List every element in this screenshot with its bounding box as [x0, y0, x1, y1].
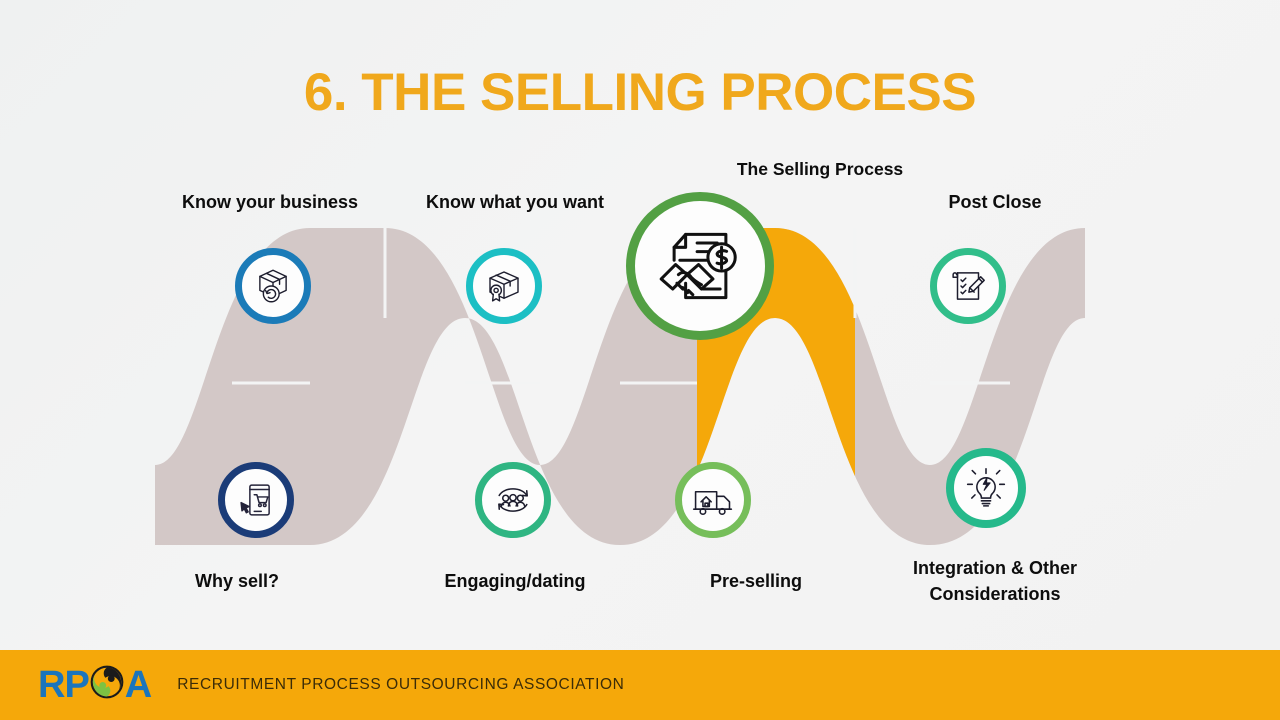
- page-title: 6. THE SELLING PROCESS: [303, 63, 977, 122]
- step-label-the-selling-process: The Selling Process: [736, 159, 904, 179]
- step-label-know-your-business: Know your business: [181, 192, 359, 212]
- step-label-integration-considerations: Integration & Other Considerations: [912, 558, 1077, 605]
- step-node-know-what-you-want[interactable]: [466, 248, 542, 324]
- step-node-engaging-dating[interactable]: [475, 462, 551, 538]
- step-label-why-sell: Why sell?: [194, 571, 279, 591]
- step-label-pre-selling: Pre-selling: [709, 571, 803, 591]
- step-node-post-close[interactable]: [930, 248, 1006, 324]
- step-label-post-close: Post Close: [948, 192, 1042, 212]
- step-node-know-your-business[interactable]: [235, 248, 311, 324]
- step-node-pre-selling[interactable]: [675, 462, 751, 538]
- step-node-why-sell[interactable]: [218, 462, 294, 538]
- delivery-truck-house-icon: [692, 490, 733, 515]
- people-cycle-icon: [498, 488, 528, 512]
- process-wave-band: [155, 228, 1085, 545]
- step-label-know-what-you-want: Know what you want: [426, 192, 604, 212]
- step-node-the-selling-process[interactable]: [626, 192, 774, 340]
- band-base: [155, 228, 1085, 545]
- logo-suffix: A: [124, 664, 152, 706]
- package-refresh-icon: [259, 269, 287, 303]
- step-label-engaging-dating: Engaging/dating: [444, 571, 586, 591]
- mobile-cart-icon: [240, 484, 270, 516]
- lightbulb-bolt-icon: [966, 467, 1006, 507]
- rpoa-circle-mark: [90, 665, 124, 706]
- step-node-integration-considerations[interactable]: [946, 448, 1026, 528]
- checklist-pencil-icon: [952, 272, 985, 300]
- handshake-contract-dollar-icon: [659, 232, 737, 300]
- footer-tagline: RECRUITMENT PROCESS OUTSOURCING ASSOCIAT…: [177, 676, 625, 693]
- logo-prefix: RP: [38, 664, 90, 706]
- rpoa-logo: RP A RECRUITMENT PROCESS OUTSOURCING ASS…: [38, 665, 624, 706]
- process-diagram: Know your business Know what you want Th…: [155, 159, 1085, 605]
- package-award-icon: [489, 271, 519, 302]
- footer-bar: RP A RECRUITMENT PROCESS OUTSOURCING ASS…: [0, 650, 1280, 720]
- logo-text: RP A: [38, 664, 152, 706]
